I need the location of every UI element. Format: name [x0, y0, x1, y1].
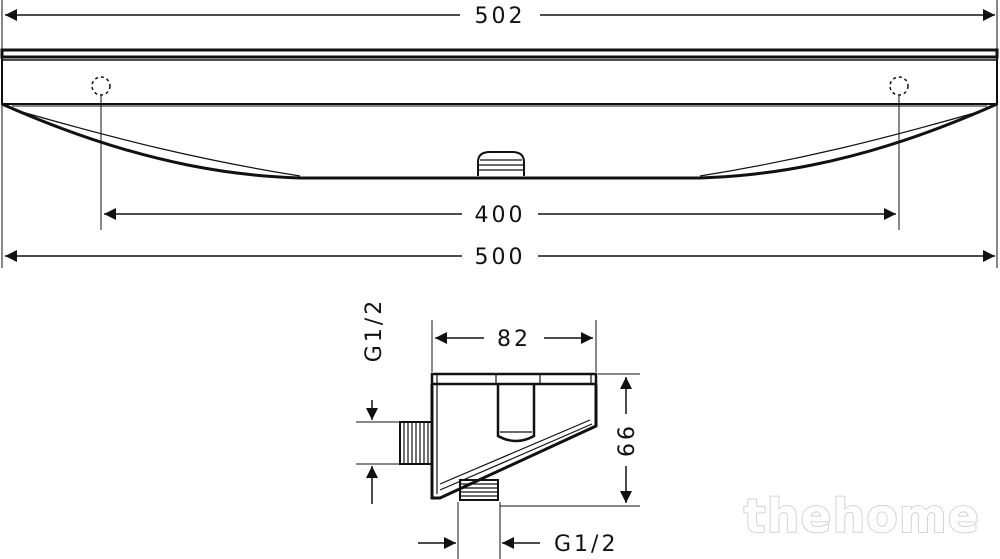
dim-overall-bottom: 500 — [5, 245, 995, 270]
mounting-hole-left — [91, 76, 111, 96]
shower-underside — [1, 102, 998, 180]
dim-label-502: 502 — [475, 4, 526, 29]
plate-body — [1, 56, 998, 105]
dim-bottom-thread: G1/2 — [418, 502, 618, 559]
inlet-pipe — [496, 384, 536, 443]
watermark-logo: thehome — [744, 489, 980, 543]
connector-side-view — [399, 372, 598, 501]
dim-body-height: 66 — [500, 373, 640, 507]
dim-label-bottom-thread: G1/2 — [554, 532, 618, 557]
dim-label-82: 82 — [497, 327, 531, 352]
top-plate — [0, 48, 999, 59]
dim-label-500: 500 — [475, 245, 526, 270]
dim-label-400: 400 — [475, 203, 526, 228]
shower-head-top-view — [0, 0, 999, 268]
dim-body-width: 82 — [431, 320, 597, 372]
mounting-hole-right — [889, 76, 909, 96]
dim-hole-spacing: 400 — [104, 203, 896, 228]
bottom-thread — [459, 479, 499, 501]
dim-label-side-thread: G1/2 — [362, 298, 387, 362]
dim-overall-top: 502 — [5, 4, 995, 29]
dim-label-66: 66 — [615, 423, 640, 457]
dim-side-thread: G1/2 — [356, 298, 400, 504]
connector-nub — [477, 151, 525, 176]
side-thread — [399, 421, 433, 465]
